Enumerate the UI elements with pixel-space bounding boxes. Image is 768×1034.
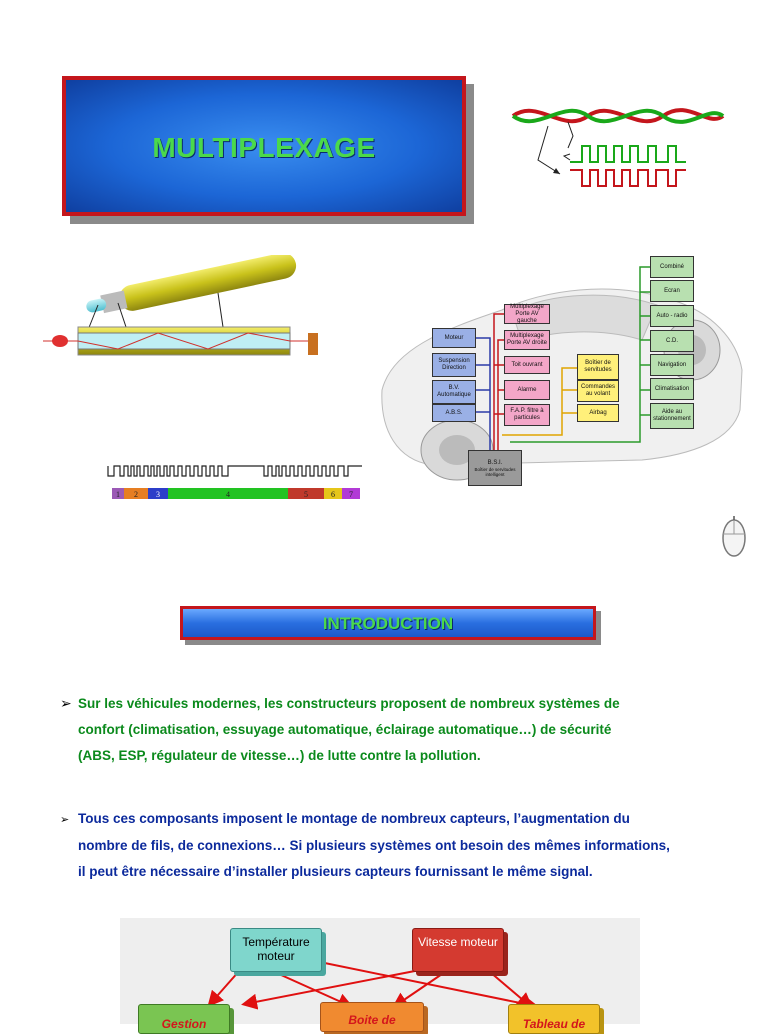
arrow-bullet-icon: ➢	[60, 814, 70, 826]
twisted-pair-signal-graphic	[511, 108, 725, 187]
frame-bar: 1 2 3 4 5 6 7	[112, 488, 360, 499]
paragraph-1-line-3: (ABS, ESP, régulateur de vitesse…) de lu…	[78, 748, 481, 763]
sensor-vitesse-moteur: Vitesse moteur	[412, 928, 504, 972]
title-box: MULTIPLEXAGE	[62, 76, 466, 216]
node-suspension-direction: Suspension Direction	[432, 353, 476, 377]
node-fap: F.A.P. filtre à particules	[504, 404, 550, 426]
frame-segment-3: 3	[156, 490, 160, 499]
node-climatisation: Climatisation	[650, 378, 694, 400]
node-aide-stationnement: Aide au stationnement	[650, 403, 694, 429]
frame-segment-1: 1	[116, 490, 120, 499]
sensor-diagram: Température moteur Vitesse moteur Gestio…	[120, 918, 640, 1034]
node-porte-av-gauche: Multiplexage Porte AV gauche	[504, 304, 550, 324]
frame-segment-7: 7	[349, 490, 353, 499]
node-auto-radio: Auto - radio	[650, 305, 694, 327]
node-ecran: Ecran	[650, 280, 694, 302]
paragraph-2-line-2: nombre de fils, de connexions… Si plusie…	[78, 838, 670, 853]
node-toit-ouvrant: Toit ouvrant	[504, 356, 550, 374]
paragraph-1-line-1: Sur les véhicules modernes, les construc…	[78, 696, 620, 711]
paragraph-2-line-1: Tous ces composants imposent le montage …	[78, 811, 630, 826]
target-tableau-de: Tableau de	[508, 1004, 600, 1034]
frame-segment-4: 4	[226, 490, 230, 499]
page-title: MULTIPLEXAGE	[152, 132, 376, 163]
sensor-temperature-moteur: Température moteur	[230, 928, 322, 972]
node-boitier-servitudes: Boîtier de servitudes	[577, 354, 619, 380]
frame-segment-2: 2	[134, 490, 138, 499]
paragraph-1-line-2: confort (climatisation, essuyage automat…	[78, 722, 612, 737]
node-porte-av-droite: Multiplexage Porte AV droite	[504, 330, 550, 350]
bsi-label: B.S.I.	[487, 459, 503, 466]
node-commandes-volant: Commandes au volant	[577, 380, 619, 402]
target-gestion: Gestion	[138, 1004, 230, 1034]
node-alarme: Alarme	[504, 380, 550, 400]
node-cd: C.D.	[650, 330, 694, 352]
node-combine: Combiné	[650, 256, 694, 278]
node-abs: A.B.S.	[432, 404, 476, 422]
car-network-diagram: Moteur Suspension Direction B.V. Automat…	[372, 250, 748, 490]
mouse-icon[interactable]	[720, 516, 748, 558]
node-airbag: Airbag	[577, 404, 619, 422]
node-moteur: Moteur	[432, 328, 476, 348]
sensor-diagram-arrows	[207, 959, 539, 1012]
fiber-optic-illustration	[43, 255, 318, 356]
frame-segment-5: 5	[304, 490, 308, 499]
paragraph-1: ➢ Sur les véhicules modernes, les constru…	[60, 690, 750, 769]
paragraph-2-line-3: il peut être nécessaire d’installer plus…	[78, 864, 593, 879]
introduction-heading-box: INTRODUCTION	[180, 606, 596, 640]
node-navigation: Navigation	[650, 354, 694, 376]
node-bv-automatique: B.V. Automatique	[432, 380, 476, 404]
introduction-heading: INTRODUCTION	[322, 614, 454, 633]
paragraph-2: ➢ Tous ces composants imposent le montage…	[60, 806, 750, 885]
target-boite-de: Boite de	[320, 1002, 424, 1032]
node-bsi: B.S.I. Boîtier de servitudes intelligent	[468, 450, 522, 486]
arrow-bullet-icon: ➢	[60, 695, 72, 711]
bsi-sub-label: Boîtier de servitudes intelligent	[474, 466, 516, 477]
frame-segment-6: 6	[331, 490, 335, 499]
frame-signal-graphic: 1 2 3 4 5 6 7	[107, 465, 362, 499]
